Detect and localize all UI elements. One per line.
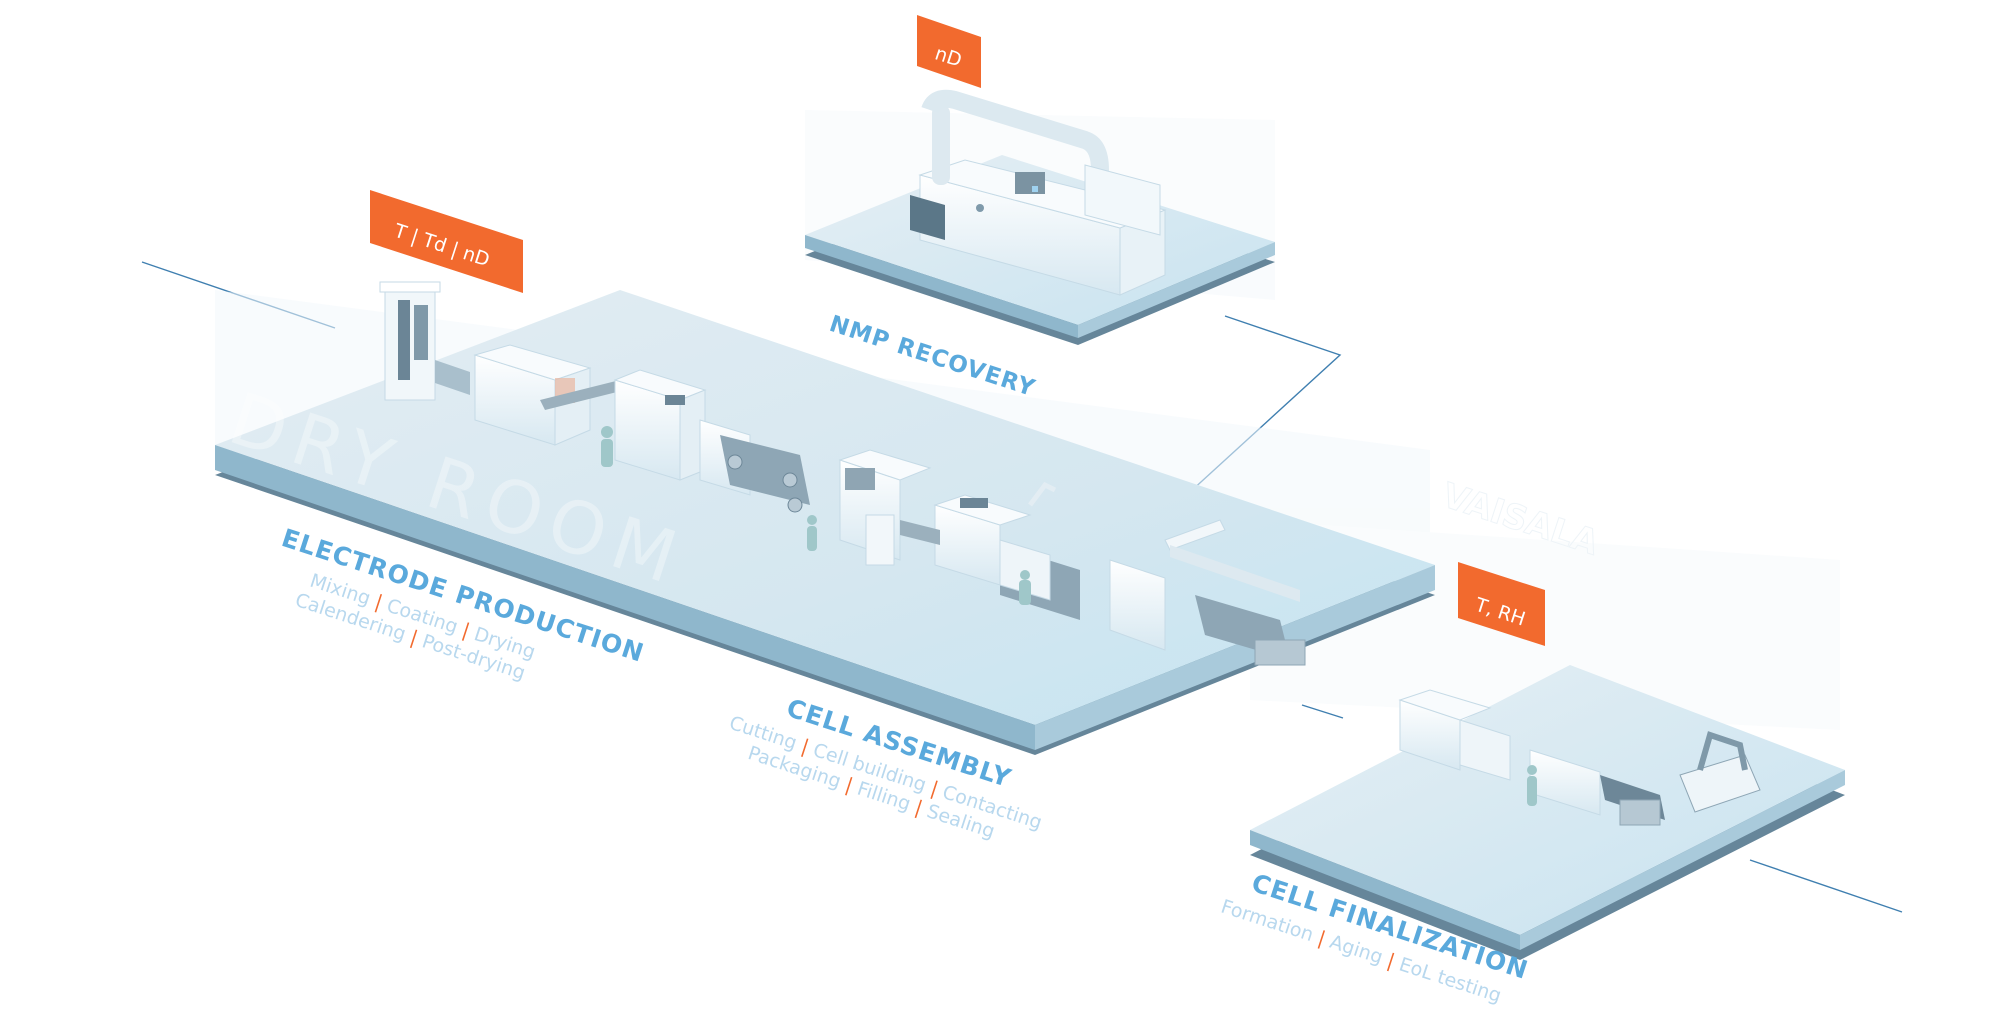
tag-background xyxy=(917,15,981,88)
operator-figure xyxy=(601,426,613,467)
connector-line-assembly-finalization xyxy=(1301,704,1344,719)
filling-machine xyxy=(999,539,1080,620)
eol-testing-robot xyxy=(1679,731,1761,813)
sealing-machine xyxy=(1109,519,1306,666)
calendering-machine xyxy=(699,419,810,513)
mixer-machine xyxy=(379,281,470,401)
cell-building-machine xyxy=(900,481,1057,586)
nmp-recovery-platform xyxy=(805,89,1275,345)
tag-nmp-recovery: nD xyxy=(917,15,981,88)
connector-line-right xyxy=(1749,859,1903,913)
tag-cell-finalization: T, RH xyxy=(1458,562,1545,646)
tag-background xyxy=(1458,562,1545,646)
cell-finalization-platform xyxy=(1250,665,1845,960)
electrode-production-line xyxy=(379,281,810,513)
tag-electrode-production: T | Td | nD xyxy=(370,190,523,293)
tag-background xyxy=(370,190,523,293)
cutting-machine xyxy=(838,449,932,566)
coating-machine xyxy=(473,344,625,446)
nmp-recovery-machine xyxy=(910,89,1167,296)
formation-machine xyxy=(1398,689,1511,781)
aging-machine xyxy=(1529,749,1665,826)
operator-figure-2 xyxy=(807,515,817,551)
cell-assembly-line xyxy=(807,449,1306,666)
drying-machine xyxy=(613,369,707,481)
operator-figure-3 xyxy=(1527,765,1537,806)
